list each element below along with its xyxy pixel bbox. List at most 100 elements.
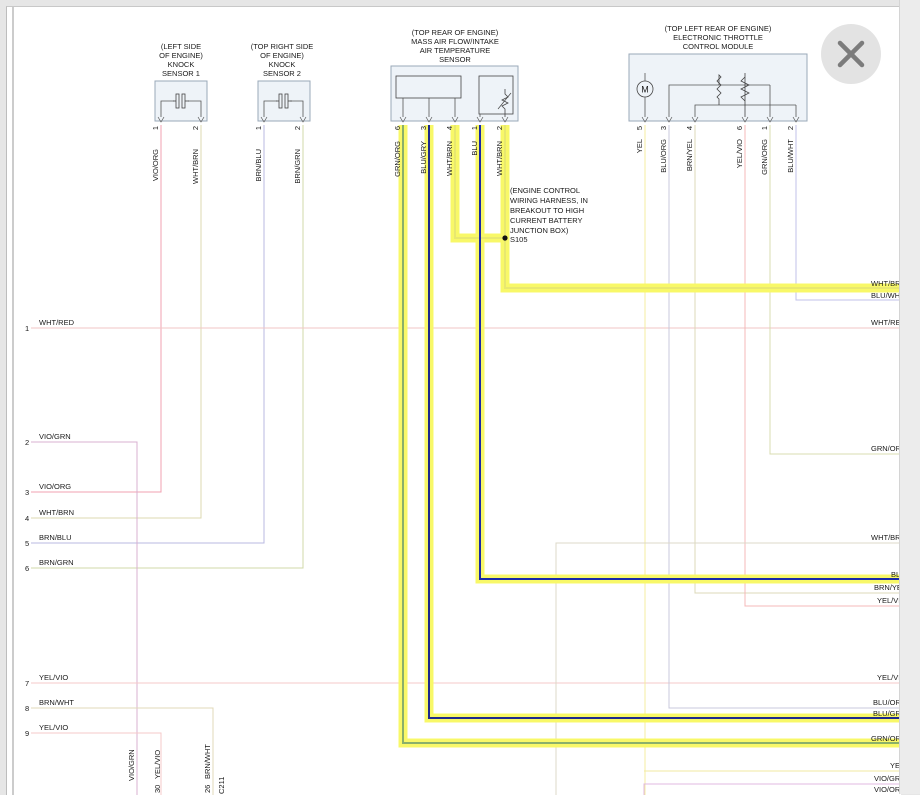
wire-blu-wht <box>795 125 901 301</box>
pin-color: BLU/WHT <box>786 139 795 173</box>
knock1-title-line1: (LEFT SIDE <box>161 42 201 51</box>
maf-title-line2: MASS AIR FLOW/INTAKE <box>411 37 499 46</box>
row-number: 1 <box>25 324 29 333</box>
wiring-diagram-page: M (LEFT SIDE OF ENGINE) KNOCK SENSOR 1 (… <box>6 6 901 795</box>
scrollbar[interactable] <box>899 0 920 794</box>
row-number: 9 <box>25 729 29 738</box>
wiring-diagram: M (LEFT SIDE OF ENGINE) KNOCK SENSOR 1 (… <box>12 7 901 795</box>
row-wire-color: BRN/BLU <box>39 533 72 542</box>
wire-blu-gry <box>428 125 901 719</box>
etc-title-line1: (TOP LEFT REAR OF ENGINE) <box>665 24 772 33</box>
right-wire-label: BLU/WH <box>871 291 900 300</box>
bottom-wire-color: BRN/WHT <box>203 744 212 779</box>
row-number: 8 <box>25 704 29 713</box>
wire-wht-brn-maf4 <box>454 125 504 239</box>
pin-number: 1 <box>151 126 160 130</box>
pin-number: 4 <box>685 126 694 130</box>
knock2-title-line4: SENSOR 2 <box>263 69 301 78</box>
splice-dot <box>502 235 508 241</box>
pin-number: 6 <box>393 126 402 130</box>
pin-color: BRN/GRN <box>293 149 302 184</box>
wire-blu <box>479 125 901 580</box>
bottom-wire-color: VIO/GRN <box>127 749 136 781</box>
pin-color: BRN/BLU <box>254 149 263 182</box>
knock-sensor-1 <box>154 80 208 123</box>
row-wire-color: VIO/ORG <box>39 482 71 491</box>
wire-vio-grn <box>31 441 138 795</box>
bottom-pin-number: 30 <box>153 785 162 793</box>
pin-number: 1 <box>760 126 769 130</box>
bottom-pin-number: 26 <box>203 785 212 793</box>
pin-number: 1 <box>470 126 479 130</box>
pin-color: WHT/BRN <box>495 141 504 176</box>
bottom-wire-color: YEL/VIO <box>153 750 162 779</box>
row-wire-color: BRN/GRN <box>39 558 74 567</box>
knock2-title-line2: OF ENGINE) <box>260 51 304 60</box>
right-wire-label: BLU <box>891 570 901 579</box>
maf-title-line3: AIR TEMPERATURE <box>420 46 491 55</box>
pin-number: 6 <box>735 126 744 130</box>
right-wire-label: YEL/VI <box>877 596 900 605</box>
wire-wht-brn-knock <box>31 125 202 519</box>
splice-note-line2: WIRING HARNESS, IN <box>510 196 588 205</box>
wire-brn-wht <box>31 707 214 795</box>
wire-brn-yel <box>694 125 901 594</box>
wire-vio-org <box>31 125 162 493</box>
knock1-title-line2: OF ENGINE) <box>159 51 203 60</box>
right-wire-label: WHT/BR <box>871 279 901 288</box>
maf-title-line4: SENSOR <box>439 55 471 64</box>
pin-color: BLU <box>470 141 479 156</box>
pin-color: WHT/BRN <box>445 141 454 176</box>
pin-number: 2 <box>786 126 795 130</box>
right-wire-label: BLU/GR <box>873 709 901 718</box>
wire-wht-brn-maf2 <box>504 125 901 289</box>
splice-note-line3: BREAKOUT TO HIGH <box>510 206 584 215</box>
wire-brn-grn <box>31 125 304 569</box>
pin-color: YEL <box>635 139 644 153</box>
right-wire-label: WHT/BR <box>871 533 901 542</box>
pin-number: 2 <box>191 126 200 130</box>
wire-yel-vio-9 <box>31 732 162 795</box>
pin-color: VIO/ORG <box>151 149 160 181</box>
splice-note-line1: (ENGINE CONTROL <box>510 186 580 195</box>
throttle-control-module: M <box>628 53 808 123</box>
pin-number: 3 <box>419 126 428 130</box>
motor-symbol: M <box>641 85 649 95</box>
wire-blu-org <box>668 125 901 709</box>
row-wire-color: YEL/VIO <box>39 673 68 682</box>
knock2-title-line3: KNOCK <box>269 60 296 69</box>
right-wire-label: GRN/OR <box>871 734 901 743</box>
right-wire-label: WHT/RE <box>871 318 901 327</box>
pin-color: GRN/ORG <box>393 141 402 177</box>
right-wire-label: YEL/VI <box>877 673 900 682</box>
pin-number: 2 <box>495 126 504 130</box>
pin-color: YEL/VIO <box>735 139 744 168</box>
wire-vio-gr <box>643 783 901 795</box>
pin-color: BRN/YEL <box>685 139 694 171</box>
splice-note-line5: JUNCTION BOX) <box>510 226 569 235</box>
pin-number: 5 <box>635 126 644 130</box>
etc-title-line2: ELECTRONIC THROTTLE <box>673 33 763 42</box>
wire-grn-org-etc <box>769 125 901 455</box>
close-button[interactable] <box>821 24 881 84</box>
row-number: 7 <box>25 679 29 688</box>
row-number: 6 <box>25 564 29 573</box>
etc-title-line3: CONTROL MODULE <box>683 42 754 51</box>
splice-label: S105 <box>510 235 528 244</box>
pin-number: 3 <box>659 126 668 130</box>
row-wire-color: WHT/RED <box>39 318 75 327</box>
right-wire-label: VIO/OR <box>874 785 901 794</box>
wire-brn-blu <box>31 125 265 544</box>
pin-color: GRN/ORG <box>760 139 769 175</box>
knock-sensor-2 <box>257 80 311 123</box>
right-wire-label: BLU/OR <box>873 698 901 707</box>
row-number: 4 <box>25 514 29 523</box>
pin-color: BLU/ORG <box>659 139 668 173</box>
pin-number: 4 <box>445 126 454 130</box>
knock1-title-line4: SENSOR 1 <box>162 69 200 78</box>
pin-number: 1 <box>254 126 263 130</box>
pin-color: BLU/GRY <box>419 141 428 174</box>
wire-wht-brn-right <box>555 542 901 795</box>
knock2-title-line1: (TOP RIGHT SIDE <box>251 42 314 51</box>
